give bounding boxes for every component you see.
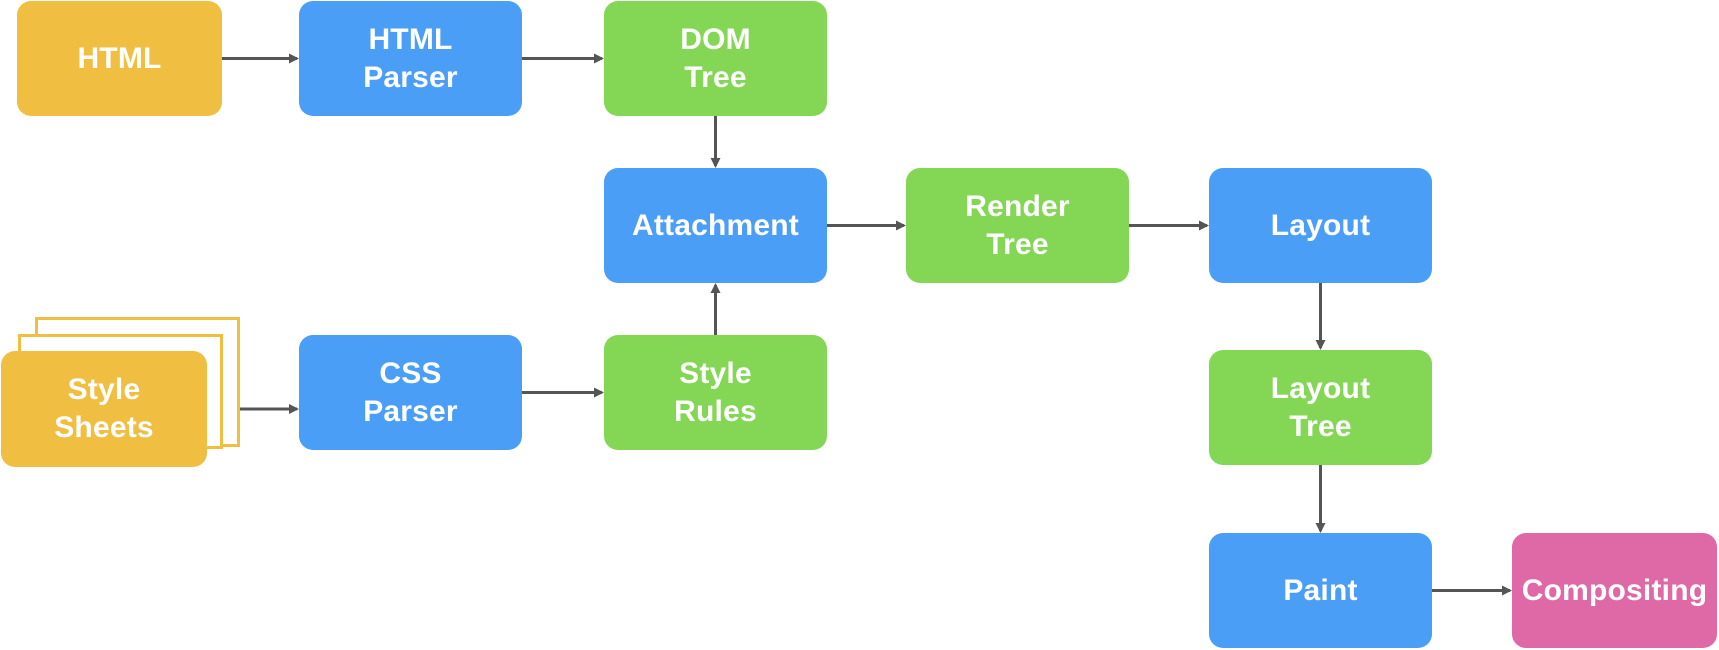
layout-tree-node: Layout Tree	[1209, 350, 1432, 465]
css-parser-node: CSS Parser	[299, 335, 522, 450]
layout-node: Layout	[1209, 168, 1432, 283]
dom-tree-node: DOM Tree	[604, 1, 827, 116]
render-tree-node: Render Tree	[906, 168, 1129, 283]
html-parser-node: HTML Parser	[299, 1, 522, 116]
style-rules-node: Style Rules	[604, 335, 827, 450]
compositing-node: Compositing	[1512, 533, 1717, 648]
style-sheets-node: Style Sheets	[1, 351, 207, 467]
attachment-node: Attachment	[604, 168, 827, 283]
paint-node: Paint	[1209, 533, 1432, 648]
html-node: HTML	[17, 1, 222, 116]
